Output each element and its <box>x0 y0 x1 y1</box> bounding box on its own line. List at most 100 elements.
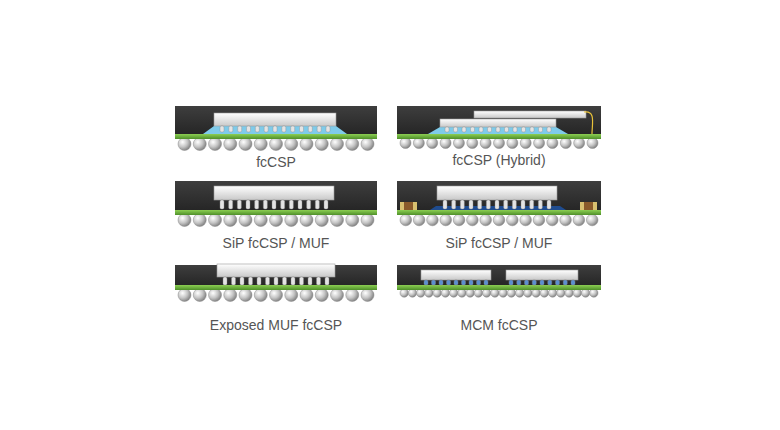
bump <box>238 126 242 132</box>
substrate <box>175 134 377 139</box>
silicon-die <box>437 186 557 200</box>
solder-ball <box>331 138 344 151</box>
bump <box>547 127 551 132</box>
passive-terminal <box>400 202 404 210</box>
solder-ball <box>193 138 206 151</box>
solder-ball <box>474 289 482 297</box>
bump <box>488 127 492 132</box>
bump <box>484 280 488 285</box>
solder-ball <box>400 214 412 226</box>
bump <box>477 280 481 285</box>
solder-ball <box>346 214 359 227</box>
bump <box>283 277 287 285</box>
solder-ball <box>499 289 507 297</box>
solder-ball <box>440 138 451 149</box>
bump <box>300 277 304 285</box>
solder-ball <box>270 289 283 302</box>
underfill <box>203 126 347 134</box>
bump <box>571 280 575 285</box>
solder-ball <box>547 138 558 149</box>
package-group <box>175 106 601 302</box>
solder-ball <box>361 214 374 227</box>
solder-ball <box>285 138 298 151</box>
bump <box>291 277 295 285</box>
package-caption: Exposed MUF fcCSP <box>210 317 342 334</box>
bump <box>504 200 508 209</box>
bump <box>274 277 278 285</box>
bump <box>232 277 236 285</box>
bump <box>308 277 312 285</box>
solder-ball <box>178 138 191 151</box>
bump <box>229 126 233 132</box>
bump <box>547 200 551 209</box>
bump <box>298 200 302 209</box>
solder-ball <box>315 289 328 302</box>
solder-ball <box>254 289 267 302</box>
mold-compound <box>175 181 377 210</box>
bump <box>247 126 251 132</box>
silicon-die <box>217 264 335 277</box>
bump <box>324 200 328 209</box>
solder-ball <box>331 214 344 227</box>
solder-ball <box>467 138 478 149</box>
solder-ball <box>560 138 571 149</box>
solder-ball <box>224 214 237 227</box>
mold-compound <box>397 106 601 134</box>
bump <box>264 126 268 132</box>
package-caption: SiP fcCSP / MUF <box>446 235 553 252</box>
bump <box>513 127 517 132</box>
bump <box>521 200 525 209</box>
passive-component <box>580 202 597 210</box>
solder-ball <box>441 289 449 297</box>
solder-ball <box>520 214 532 226</box>
solder-ball <box>178 214 191 227</box>
solder-ball <box>361 289 374 302</box>
solder-ball <box>524 289 532 297</box>
package-caption: SiP fcCSP / MUF <box>223 235 330 252</box>
passive-component <box>400 202 417 210</box>
solder-ball <box>413 138 424 149</box>
solder-ball <box>178 289 191 302</box>
solder-ball <box>493 214 505 226</box>
substrate <box>397 134 601 139</box>
silicon-die <box>214 186 334 200</box>
solder-ball <box>565 289 573 297</box>
solder-ball <box>560 214 572 226</box>
solder-ball <box>453 214 465 226</box>
underfill <box>428 127 568 134</box>
solder-ball <box>408 289 416 297</box>
solder-ball <box>453 138 464 149</box>
solder-ball <box>193 289 206 302</box>
solder-ball <box>209 214 222 227</box>
bump <box>300 126 304 132</box>
bump <box>522 127 526 132</box>
solder-ball <box>300 289 313 302</box>
solder-ball <box>466 289 474 297</box>
bump <box>530 200 534 209</box>
bump <box>308 126 312 132</box>
bump <box>317 277 321 285</box>
solder-ball <box>270 138 283 151</box>
solder-ball <box>224 289 237 302</box>
solder-ball <box>285 214 298 227</box>
bump <box>263 200 267 209</box>
solder-ball <box>507 289 515 297</box>
solder-ball <box>449 289 457 297</box>
solder-ball <box>573 289 581 297</box>
bump <box>532 280 536 285</box>
solder-ball <box>224 138 237 151</box>
solder-ball <box>427 138 438 149</box>
substrate <box>397 210 601 215</box>
bump <box>495 200 499 209</box>
bump <box>246 200 250 209</box>
solder-ball <box>590 289 598 297</box>
bump <box>452 200 456 209</box>
bump <box>471 127 475 132</box>
solder-ball <box>532 289 540 297</box>
solder-ball <box>507 214 519 226</box>
solder-ball <box>533 214 545 226</box>
bump <box>525 280 529 285</box>
package-caption: fcCSP <box>256 154 296 171</box>
solder-ball <box>482 289 490 297</box>
bump <box>272 200 276 209</box>
